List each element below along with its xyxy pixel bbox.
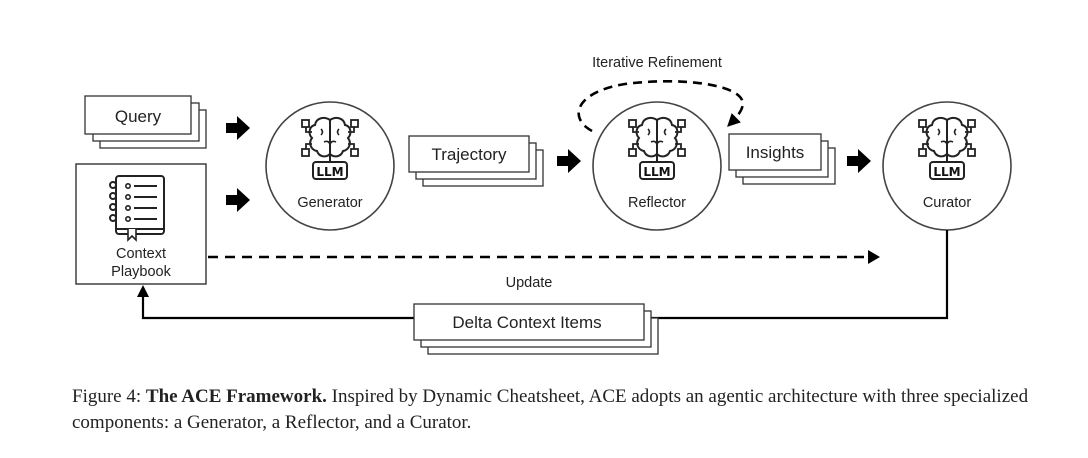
llm-badge: LLM	[316, 165, 343, 179]
arrow-right-icon	[226, 116, 250, 140]
delta-context-items-card: Delta Context Items	[413, 303, 659, 355]
iterative-refinement-label: Iterative Refinement	[592, 55, 722, 71]
reflector-label: Reflector	[628, 195, 686, 211]
figure-number: Figure 4:	[72, 386, 142, 407]
llm-badge: LLM	[933, 165, 960, 179]
curator-node: Curator LLM Curator	[882, 101, 1012, 231]
context-playbook-box: Context Playbook	[75, 163, 207, 285]
arrowhead-icon	[868, 250, 880, 264]
figure-title: The ACE Framework.	[145, 386, 327, 407]
ace-framework-diagram: Query Context Playbook LLM	[75, 55, 1012, 355]
arrow-right-icon	[847, 149, 871, 173]
generator-node: LLM Generator	[265, 101, 395, 231]
arrowhead-icon	[137, 285, 149, 297]
trajectory-card: Trajectory	[408, 135, 544, 187]
insights-label: Insights	[746, 143, 805, 162]
arrow-right-icon	[557, 149, 581, 173]
refinement-loop-arrow	[577, 79, 744, 133]
generator-label: Generator	[297, 195, 362, 211]
arrow-right-icon	[226, 188, 250, 212]
notebook-icon	[109, 175, 165, 242]
query-label: Query	[115, 107, 162, 126]
reflector-node: LLM Reflector	[592, 101, 722, 231]
figure-caption: Figure 4: The ACE Framework. Inspired by…	[72, 384, 1062, 436]
delta-context-items-label: Delta Context Items	[452, 313, 601, 332]
playbook-label-line1: Context	[116, 246, 166, 262]
playbook-label-line2: Playbook	[111, 264, 171, 280]
query-card: Query	[84, 95, 207, 149]
llm-badge: LLM	[643, 165, 670, 179]
update-label: Update	[506, 275, 553, 291]
caption-text: Inspired by Dynamic Cheatsheet, ACE adop…	[72, 386, 1029, 433]
curator-label: Curator	[923, 195, 972, 211]
insights-card: Insights	[728, 133, 836, 185]
trajectory-label: Trajectory	[432, 145, 507, 164]
